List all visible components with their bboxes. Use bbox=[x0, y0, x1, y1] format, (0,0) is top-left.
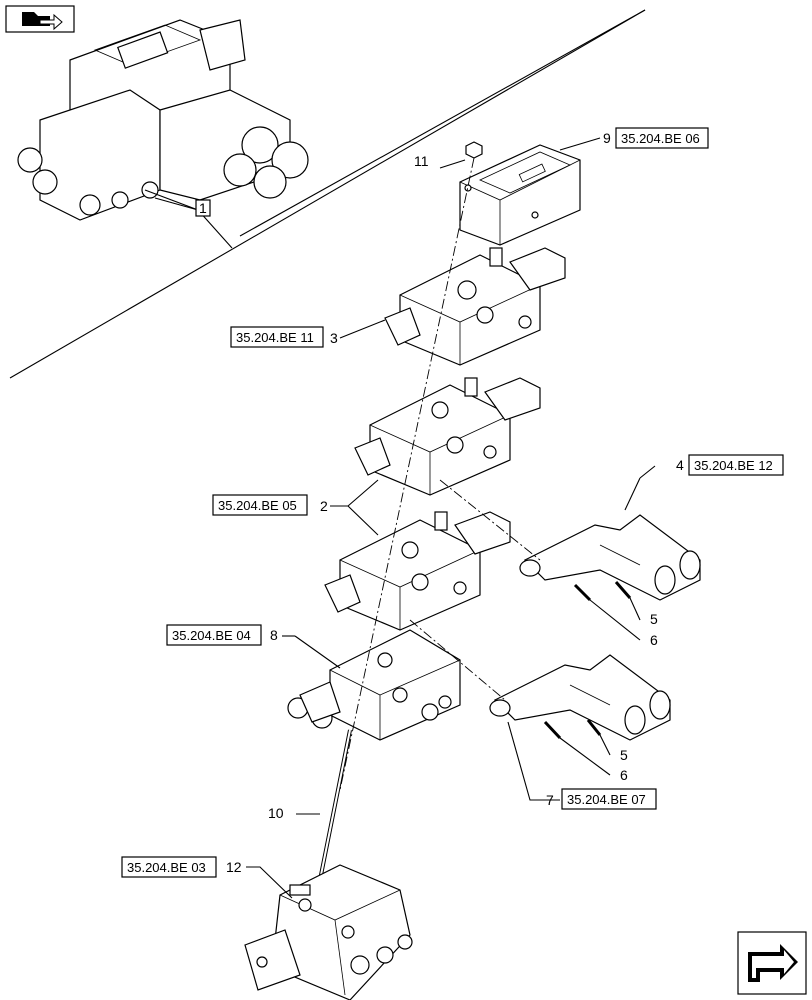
callout-10-label: 10 bbox=[268, 805, 284, 821]
callout-9-label: 9 bbox=[603, 130, 611, 146]
reference-link-9[interactable]: 35.204.BE 06 bbox=[615, 127, 709, 149]
center-line-upper-fitting bbox=[439, 479, 541, 561]
elbow-fitting-4 bbox=[519, 465, 701, 601]
svg-text:35.204.BE 05: 35.204.BE 05 bbox=[218, 498, 297, 513]
valve-section-3 bbox=[339, 247, 566, 366]
callout-12-label: 12 bbox=[226, 859, 242, 875]
reference-link-3[interactable]: 35.204.BE 11 bbox=[230, 326, 324, 348]
valve-assembly-overview bbox=[17, 19, 309, 221]
elbow-fitting-7 bbox=[489, 654, 671, 801]
svg-text:35.204.BE 06: 35.204.BE 06 bbox=[621, 131, 700, 146]
callout-assembly: 1 bbox=[144, 189, 233, 249]
cover-part bbox=[459, 137, 601, 246]
svg-text:35.204.BE 12: 35.204.BE 12 bbox=[694, 458, 773, 473]
callout-5b-label: 5 bbox=[620, 747, 628, 763]
callout-4-label: 4 bbox=[676, 457, 684, 473]
callout-5a-label: 5 bbox=[650, 611, 658, 627]
bolts-lower bbox=[543, 719, 611, 776]
valve-section-8 bbox=[282, 629, 461, 741]
reference-link-4[interactable]: 35.204.BE 12 bbox=[688, 454, 784, 476]
callout-8-label: 8 bbox=[270, 627, 278, 643]
reference-link-12[interactable]: 35.204.BE 03 bbox=[121, 856, 217, 878]
callout-6b-label: 6 bbox=[620, 767, 628, 783]
bolts-upper bbox=[573, 581, 641, 641]
callout-2-label: 2 bbox=[320, 498, 328, 514]
svg-text:35.204.BE 11: 35.204.BE 11 bbox=[236, 330, 314, 345]
svg-text:35.204.BE 03: 35.204.BE 03 bbox=[127, 860, 206, 875]
callout-11-label: 11 bbox=[414, 153, 429, 169]
end-section-12 bbox=[244, 864, 413, 1000]
reference-link-7[interactable]: 35.204.BE 07 bbox=[561, 788, 657, 810]
callout-7-label: 7 bbox=[546, 792, 554, 808]
callout-3-label: 3 bbox=[330, 330, 338, 346]
center-line-lower-fitting bbox=[409, 619, 506, 701]
nut-part bbox=[439, 141, 483, 169]
callout-6a-label: 6 bbox=[650, 632, 658, 648]
svg-text:35.204.BE 07: 35.204.BE 07 bbox=[567, 792, 646, 807]
tie-rod-part bbox=[296, 729, 352, 881]
reference-link-2[interactable]: 35.204.BE 05 bbox=[212, 494, 308, 516]
valve-section-2a bbox=[354, 377, 541, 496]
reference-link-8[interactable]: 35.204.BE 04 bbox=[166, 624, 262, 646]
book-arrow-icon[interactable] bbox=[5, 5, 75, 33]
valve-section-2b bbox=[324, 511, 511, 631]
svg-text:35.204.BE 04: 35.204.BE 04 bbox=[172, 628, 251, 643]
next-page-arrow-icon[interactable] bbox=[737, 931, 807, 995]
separator-line-lower bbox=[9, 9, 646, 379]
separator-line-upper bbox=[239, 9, 646, 237]
callout-1-label: 1 bbox=[199, 200, 207, 216]
